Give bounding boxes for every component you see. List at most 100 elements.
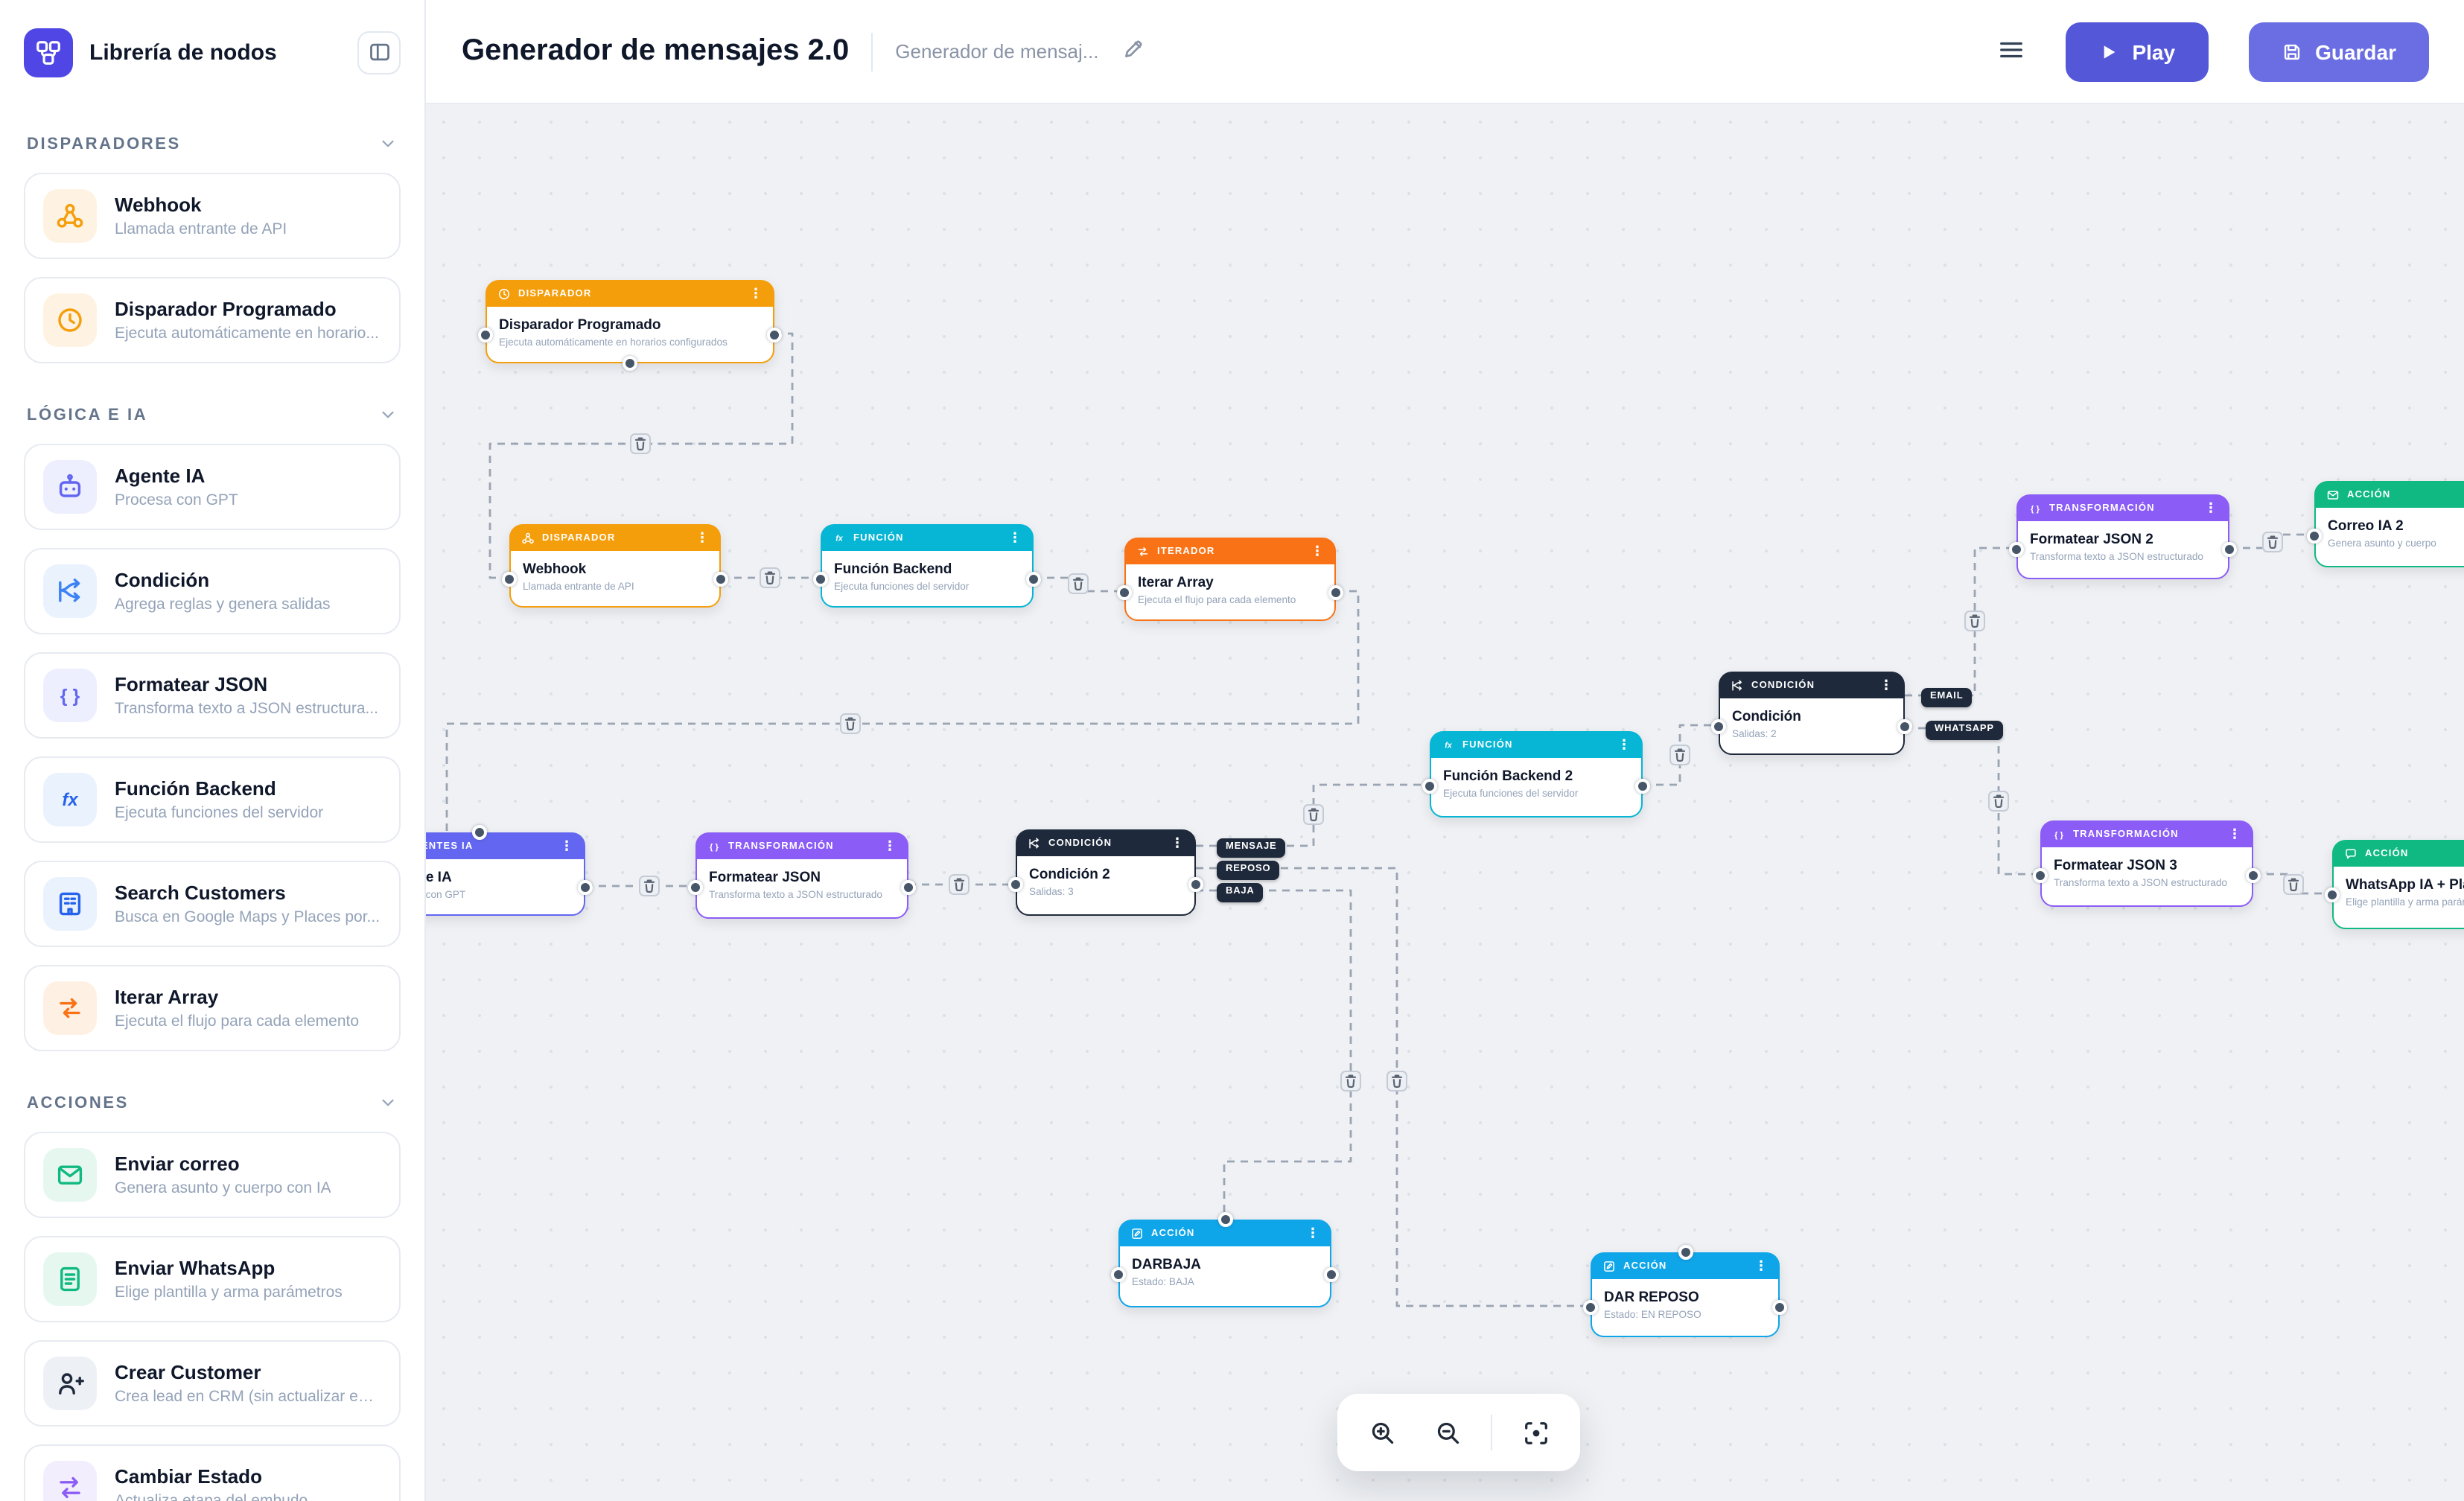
node-menu-icon[interactable]: ⋮ bbox=[883, 838, 897, 853]
zoom-in-button[interactable] bbox=[1352, 1406, 1412, 1459]
node-menu-icon[interactable]: ⋮ bbox=[1754, 1258, 1768, 1273]
output-badge-baja[interactable]: BAJA bbox=[1217, 883, 1264, 902]
node-menu-icon[interactable]: ⋮ bbox=[749, 286, 763, 301]
port-r[interactable] bbox=[1188, 877, 1203, 892]
zoom-out-button[interactable] bbox=[1418, 1406, 1477, 1459]
edge-action-handle[interactable] bbox=[1669, 745, 1690, 765]
edge-action-handle[interactable] bbox=[1988, 791, 2009, 812]
node-menu-icon[interactable]: ⋮ bbox=[2228, 826, 2241, 841]
port-l[interactable] bbox=[478, 328, 493, 342]
edge-action-handle[interactable] bbox=[1068, 573, 1089, 594]
edge-action-handle[interactable] bbox=[1303, 804, 1324, 825]
node-menu-icon[interactable]: ⋮ bbox=[2204, 500, 2218, 515]
port-r[interactable] bbox=[901, 880, 916, 895]
port-r[interactable] bbox=[2246, 868, 2261, 883]
output-badge-mensaje[interactable]: MENSAJE bbox=[1217, 838, 1286, 857]
port-r[interactable] bbox=[1026, 572, 1041, 587]
edge-action-handle[interactable] bbox=[840, 713, 861, 734]
port-t[interactable] bbox=[471, 825, 486, 840]
play-button[interactable]: Play bbox=[2065, 22, 2209, 81]
edge-action-handle[interactable] bbox=[1387, 1071, 1407, 1092]
edge-action-handle[interactable] bbox=[639, 876, 660, 896]
edge-action-handle[interactable] bbox=[2283, 874, 2304, 895]
port-r[interactable] bbox=[2222, 542, 2237, 557]
port-l[interactable] bbox=[2307, 529, 2322, 544]
edge-action-handle[interactable] bbox=[949, 874, 970, 895]
node-menu-icon[interactable]: ⋮ bbox=[1311, 544, 1324, 558]
port-t[interactable] bbox=[1678, 1245, 1693, 1260]
edge-action-handle[interactable] bbox=[1964, 611, 1985, 631]
port-t[interactable] bbox=[1217, 1212, 1232, 1227]
port-r[interactable] bbox=[1772, 1300, 1787, 1315]
port-l[interactable] bbox=[2009, 542, 2024, 557]
port-b[interactable] bbox=[623, 356, 637, 371]
output-badge-reposo[interactable]: REPOSO bbox=[1217, 861, 1280, 879]
port-l[interactable] bbox=[2033, 868, 2048, 883]
port-r[interactable] bbox=[578, 880, 593, 895]
node-menu-icon[interactable]: ⋮ bbox=[1879, 678, 1893, 692]
node-whatsapp-ia-plantilla[interactable]: ACCIÓN⋮WhatsApp IA + PlantillaElige plan… bbox=[2325, 840, 2464, 929]
port-l[interactable] bbox=[1117, 585, 1132, 600]
edge-action-handle[interactable] bbox=[630, 433, 651, 454]
edge-action-handle[interactable] bbox=[760, 567, 780, 588]
node-menu-icon[interactable]: ⋮ bbox=[1008, 530, 1022, 545]
port-l[interactable] bbox=[1008, 877, 1023, 892]
port-l[interactable] bbox=[813, 572, 828, 587]
port-l[interactable] bbox=[1583, 1300, 1598, 1315]
edit-name-button[interactable] bbox=[1121, 37, 1145, 66]
port-l[interactable] bbox=[688, 880, 703, 895]
section-header-acciones[interactable]: ACCIONES bbox=[27, 1093, 398, 1112]
edge-action-handle[interactable] bbox=[2262, 532, 2283, 552]
section-header-disparadores[interactable]: DISPARADORES bbox=[27, 134, 398, 153]
port-l[interactable] bbox=[1111, 1267, 1126, 1282]
port-r[interactable] bbox=[767, 328, 782, 342]
collapse-sidebar-button[interactable] bbox=[357, 31, 401, 74]
port-r[interactable] bbox=[1897, 719, 1912, 734]
port-l[interactable] bbox=[1422, 779, 1437, 794]
node-menu-icon[interactable]: ⋮ bbox=[1171, 835, 1184, 850]
menu-button[interactable] bbox=[1996, 35, 2025, 68]
node-menu-icon[interactable]: ⋮ bbox=[1306, 1226, 1319, 1240]
node-menu-icon[interactable]: ⋮ bbox=[1617, 737, 1631, 752]
port-r[interactable] bbox=[1635, 779, 1650, 794]
save-button[interactable]: Guardar bbox=[2248, 22, 2429, 81]
output-badge-email[interactable]: EMAIL bbox=[1921, 688, 1973, 707]
port-r[interactable] bbox=[1328, 585, 1343, 600]
edge-action-handle[interactable] bbox=[1340, 1071, 1361, 1092]
node-menu-icon[interactable]: ⋮ bbox=[695, 530, 709, 545]
port-r[interactable] bbox=[713, 572, 728, 587]
fit-view-button[interactable] bbox=[1506, 1406, 1565, 1459]
port-l[interactable] bbox=[502, 572, 517, 587]
port-l[interactable] bbox=[1711, 719, 1726, 734]
section-header-l-gica-e-ia[interactable]: LÓGICA E IA bbox=[27, 405, 398, 424]
workflow-name-field[interactable]: Generador de mensaj... bbox=[895, 40, 1099, 63]
port-r[interactable] bbox=[1324, 1267, 1339, 1282]
node-menu-icon[interactable]: ⋮ bbox=[560, 838, 573, 853]
